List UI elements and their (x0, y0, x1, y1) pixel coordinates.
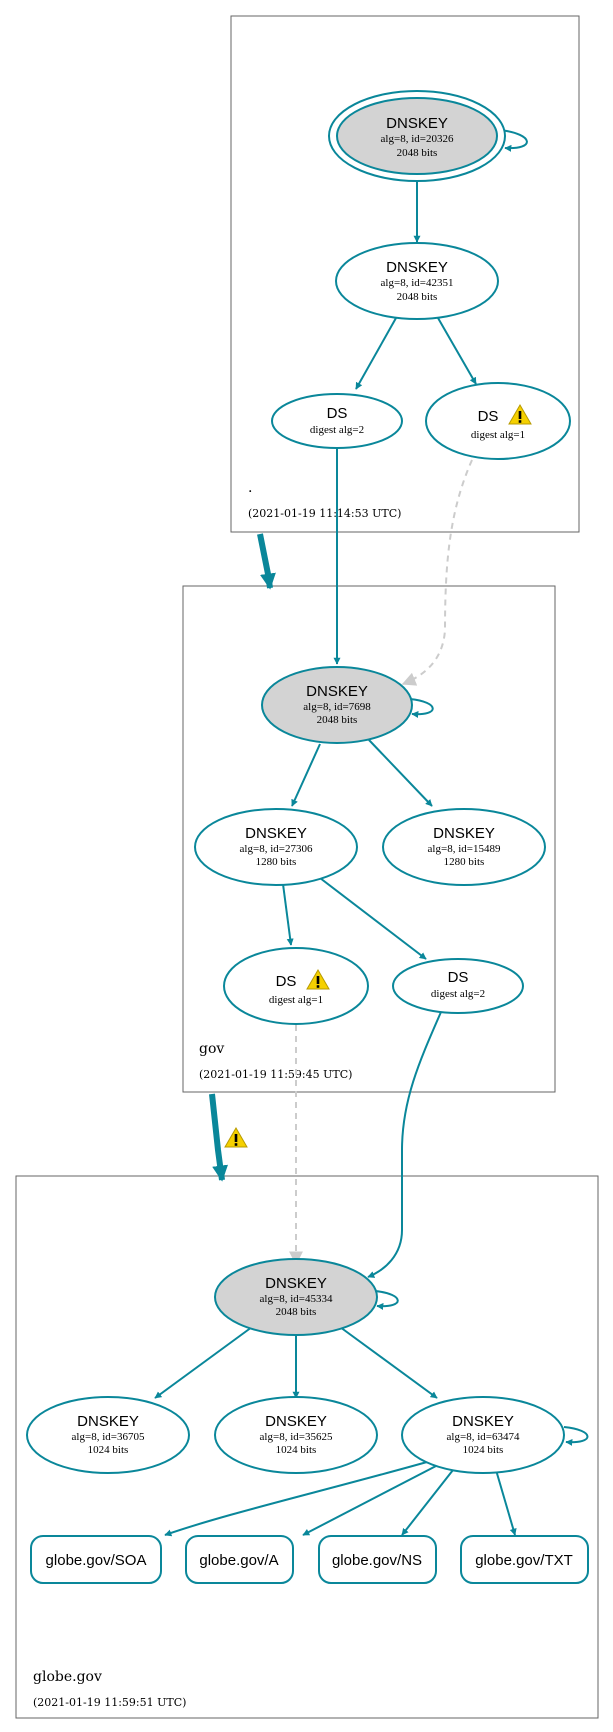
edge-gov-ksk-self (409, 698, 434, 718)
edge-gov-zsk1-ds2 (319, 877, 427, 960)
gov-zsk1-alg: alg=8, id=27306 (240, 843, 313, 855)
globe-key1-bits: 1024 bits (88, 1444, 129, 1456)
globe-key3-title: DNSKEY (452, 1413, 514, 1430)
root-ksk-node[interactable]: DNSKEY alg=8, id=20326 2048 bits (328, 90, 506, 182)
edge-gov-zsk1-ds1 (282, 883, 294, 946)
rrset-txt-label: globe.gov/TXT (475, 1552, 573, 1569)
globe-ksk-node[interactable]: DNSKEY alg=8, id=45334 2048 bits (214, 1258, 378, 1336)
edge-root-ksk-self (499, 129, 528, 152)
root-ksk-title: DNSKEY (386, 115, 448, 132)
gov-ds1-digest: digest alg=1 (269, 994, 323, 1006)
zone-gov-timestamp: (2021-01-19 11:59:45 UTC) (199, 1068, 352, 1081)
delegation-edge-root-gov (257, 533, 276, 590)
gov-zsk2-title: DNSKEY (433, 825, 495, 842)
root-zsk-alg: alg=8, id=42351 (381, 277, 454, 289)
root-ds2-title: DS (327, 405, 348, 422)
zone-globe-timestamp: (2021-01-19 11:59:51 UTC) (33, 1696, 186, 1709)
edge-globe-k3-ns (401, 1469, 454, 1536)
gov-ksk-title: DNSKEY (306, 683, 368, 700)
edge-globe-k3-a (302, 1465, 437, 1536)
delegation-edge-gov-globe (209, 1093, 229, 1182)
edge-globe-k3-soa (164, 1461, 428, 1537)
zone-gov-name: gov (199, 1041, 224, 1057)
gov-ksk-node[interactable]: DNSKEY alg=8, id=7698 2048 bits (261, 666, 413, 744)
rrset-soa-label: globe.gov/SOA (46, 1552, 147, 1569)
edge-globe-k3-txt (495, 1469, 517, 1536)
edge-gov-ksk-zsk2 (368, 739, 433, 807)
gov-ds2-node[interactable]: DS digest alg=2 (392, 958, 524, 1014)
root-zsk-title: DNSKEY (386, 259, 448, 276)
gov-zsk2-bits: 1280 bits (444, 856, 485, 868)
gov-ds2-digest: digest alg=2 (431, 988, 485, 1000)
globe-key2-bits: 1024 bits (276, 1444, 317, 1456)
edge-gov-ksk-zsk1 (291, 743, 321, 807)
gov-zsk2-alg: alg=8, id=15489 (428, 843, 501, 855)
gov-ksk-bits: 2048 bits (317, 714, 358, 726)
globe-ksk-alg: alg=8, id=45334 (260, 1293, 333, 1305)
globe-key3-bits: 1024 bits (463, 1444, 504, 1456)
gov-ds1-node[interactable]: DS digest alg=1 (223, 947, 369, 1025)
zone-root-timestamp: (2021-01-19 11:14:53 UTC) (248, 507, 401, 520)
root-ksk-alg: alg=8, id=20326 (381, 133, 454, 145)
edge-globe-k3-self (563, 1426, 589, 1446)
gov-ds1-title: DS (276, 973, 297, 990)
gov-zsk1-node[interactable]: DNSKEY alg=8, id=27306 1280 bits (194, 808, 358, 886)
edge-globe-ksk-k1 (154, 1326, 253, 1399)
gov-zsk1-bits: 1280 bits (256, 856, 297, 868)
gov-zsk1-title: DNSKEY (245, 825, 307, 842)
root-ds2-node[interactable]: DS digest alg=2 (271, 393, 403, 449)
root-ds1-title: DS (478, 408, 499, 425)
root-ds1-node[interactable]: DS digest alg=1 (425, 382, 571, 460)
edge-gov-ds2-globe-ksk (367, 1011, 442, 1278)
globe-key2-title: DNSKEY (265, 1413, 327, 1430)
zone-globe-name: globe.gov (33, 1669, 102, 1685)
globe-ksk-title: DNSKEY (265, 1275, 327, 1292)
root-ds2-digest: digest alg=2 (310, 424, 364, 436)
globe-key2-node[interactable]: DNSKEY alg=8, id=35625 1024 bits (214, 1396, 378, 1474)
globe-key1-alg: alg=8, id=36705 (72, 1431, 145, 1443)
root-ksk-bits: 2048 bits (397, 147, 438, 159)
globe-ksk-bits: 2048 bits (276, 1306, 317, 1318)
gov-ds2-title: DS (448, 969, 469, 986)
warning-icon (224, 1127, 248, 1148)
edge-root-zsk-ds1 (437, 317, 477, 385)
root-zsk-bits: 2048 bits (397, 291, 438, 303)
gov-ksk-alg: alg=8, id=7698 (303, 701, 371, 713)
globe-key3-node[interactable]: DNSKEY alg=8, id=63474 1024 bits (401, 1396, 565, 1474)
rrset-a[interactable]: globe.gov/A (185, 1535, 294, 1584)
edge-root-zsk-ds2 (355, 317, 397, 390)
rrset-ns-label: globe.gov/NS (332, 1552, 422, 1569)
rrset-a-label: globe.gov/A (199, 1552, 278, 1569)
rrset-txt[interactable]: globe.gov/TXT (460, 1535, 589, 1584)
rrset-ns[interactable]: globe.gov/NS (318, 1535, 437, 1584)
globe-key1-node[interactable]: DNSKEY alg=8, id=36705 1024 bits (26, 1396, 190, 1474)
globe-key3-alg: alg=8, id=63474 (447, 1431, 520, 1443)
edge-globe-ksk-self (374, 1290, 399, 1310)
gov-zsk2-node[interactable]: DNSKEY alg=8, id=15489 1280 bits (382, 808, 546, 886)
globe-key1-title: DNSKEY (77, 1413, 139, 1430)
rrset-soa[interactable]: globe.gov/SOA (30, 1535, 162, 1584)
edge-globe-ksk-k3 (339, 1326, 438, 1399)
root-ds1-digest: digest alg=1 (471, 429, 525, 441)
zone-root-name: . (248, 480, 252, 496)
root-zsk-node[interactable]: DNSKEY alg=8, id=42351 2048 bits (335, 242, 499, 320)
globe-key2-alg: alg=8, id=35625 (260, 1431, 333, 1443)
